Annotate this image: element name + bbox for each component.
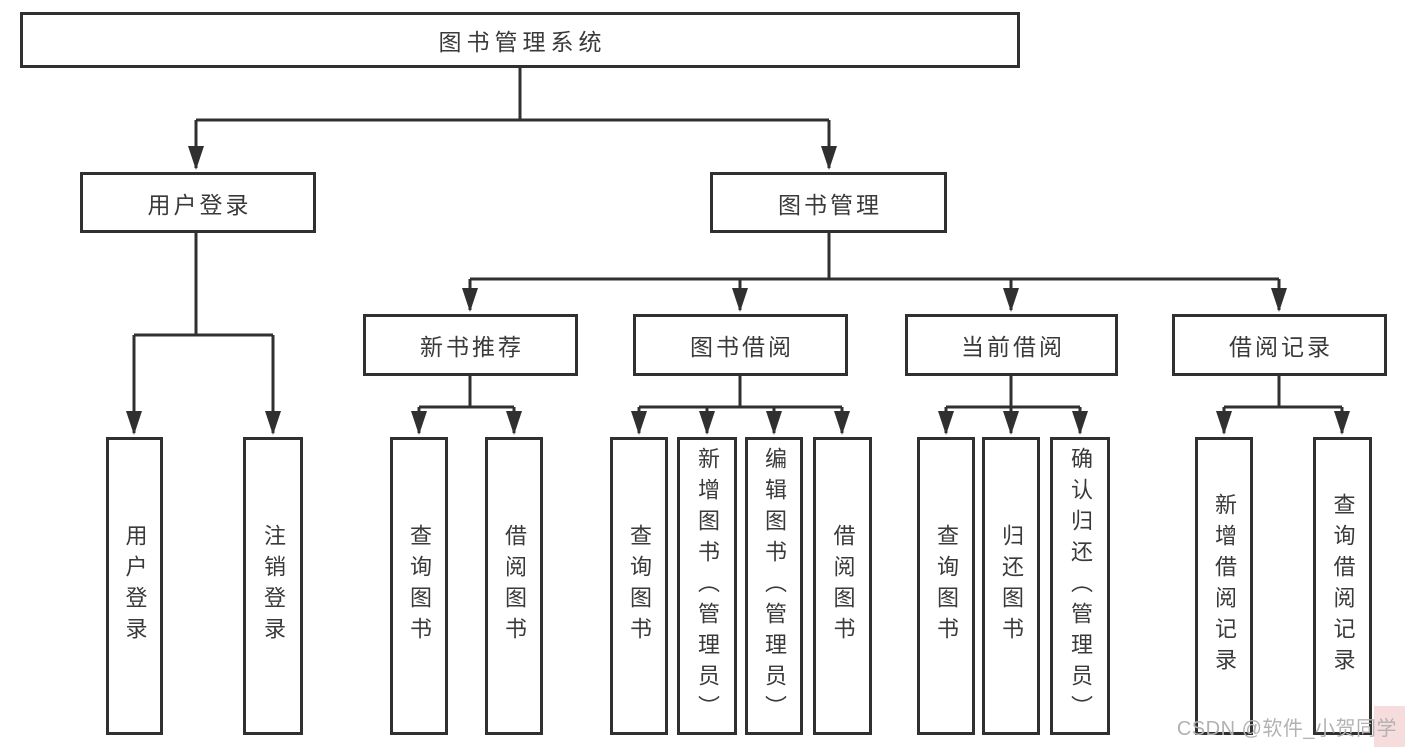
node-new-book-recommend: 新书推荐 [363,314,578,376]
node-current-borrow: 当前借阅 [905,314,1118,376]
arrow-icon [411,411,427,435]
arrow-icon [462,288,478,312]
leaf-confirm-return-admin: 确认归还（管理员） [1050,437,1110,735]
leaf-add-books-admin: 新增图书（管理员） [677,437,737,735]
arrow-icon [699,411,715,435]
leaf-borrow-books: 借阅图书 [813,437,872,735]
arrow-icon [265,411,281,435]
leaf-query-books-recommend: 查询图书 [390,437,448,735]
leaf-logout: 注销登录 [243,437,303,735]
arrow-icon [1003,411,1019,435]
arrow-icon [506,411,522,435]
arrow-icon [1072,411,1088,435]
leaf-edit-books-admin: 编辑图书（管理员） [745,437,803,735]
watermark-background [1374,706,1405,747]
arrow-icon [1334,411,1350,435]
leaf-add-borrow-record: 新增借阅记录 [1195,437,1253,735]
arrow-icon [1216,411,1232,435]
connector-new-books [417,376,516,433]
leaf-return-books: 归还图书 [982,437,1040,735]
arrow-icon [834,411,850,435]
arrow-icon [1003,288,1019,312]
leaf-query-books-current: 查询图书 [917,437,975,735]
arrow-icon [821,146,837,170]
arrow-icon [766,411,782,435]
node-book-management: 图书管理 [710,172,947,233]
arrow-icon [732,288,748,312]
node-borrow-records: 借阅记录 [1172,314,1387,376]
arrow-icon [188,146,204,170]
connector-root [194,68,831,168]
leaf-query-borrow-record: 查询借阅记录 [1313,437,1372,735]
arrow-icon [126,411,142,435]
node-root-system: 图书管理系统 [20,12,1020,68]
leaf-borrow-books-recommend: 借阅图书 [485,437,543,735]
leaf-user-login: 用户登录 [106,437,163,735]
node-user-login: 用户登录 [80,172,316,233]
leaf-query-books-borrow: 查询图书 [610,437,668,735]
arrow-icon [938,411,954,435]
connector-book-mgmt [468,233,1281,310]
arrow-icon [631,411,647,435]
node-book-borrow: 图书借阅 [633,314,848,376]
connector-records [1222,376,1344,433]
connector-borrow [637,376,844,433]
connector-user-login [132,233,275,433]
watermark-text: CSDN @软件_小贺同学 [1176,718,1397,740]
arrow-icon [1271,288,1287,312]
